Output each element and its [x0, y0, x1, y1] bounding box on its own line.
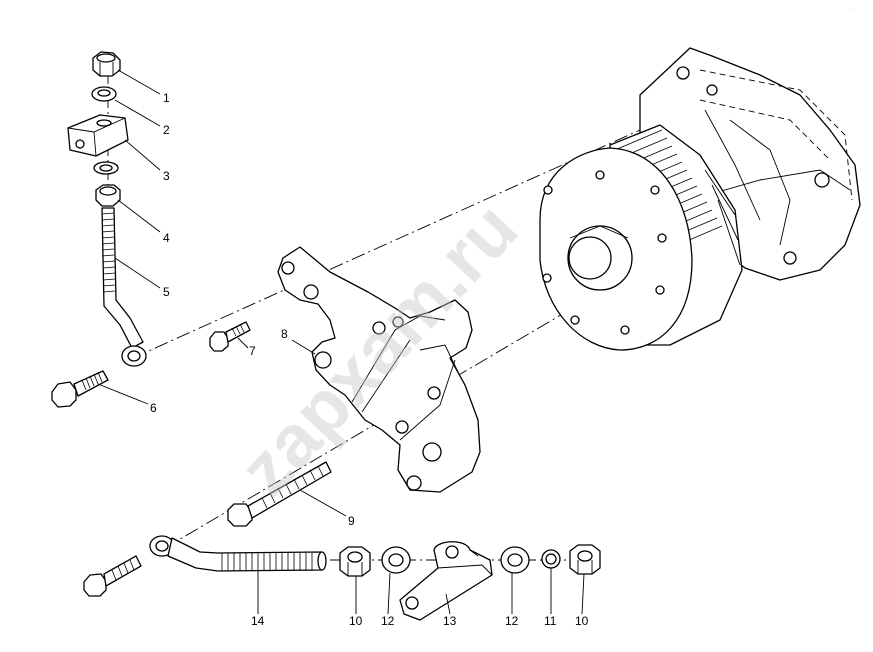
callout-4: 4 [163, 231, 170, 245]
callout-5: 5 [163, 285, 170, 299]
nut-4 [95, 184, 121, 207]
callout-12-right: 12 [505, 614, 519, 628]
watermark-text: zapxam.ru [223, 187, 533, 511]
leader-lines [97, 69, 585, 615]
callout-13: 13 [443, 614, 457, 628]
mounting-bracket [277, 246, 481, 493]
washer-2 [91, 86, 117, 102]
block-3 [67, 114, 129, 157]
bolt-6 [51, 370, 109, 408]
callout-10-left: 10 [349, 614, 363, 628]
callout-6: 6 [150, 401, 157, 415]
washer-12-right [500, 546, 530, 574]
callout-12-left: 12 [381, 614, 395, 628]
callout-8: 8 [281, 327, 288, 341]
callout-2: 2 [163, 123, 170, 137]
fan-drive-assembly [539, 47, 861, 351]
washer-11 [541, 549, 561, 569]
link-13 [399, 541, 493, 621]
nut-10-right [569, 544, 601, 575]
nut-1 [92, 51, 121, 77]
callout-7: 7 [249, 344, 256, 358]
callout-9: 9 [348, 514, 355, 528]
callout-11: 11 [544, 614, 557, 628]
callout-labels: 1 2 3 4 5 6 7 8 9 14 10 12 13 12 11 10 [150, 91, 589, 628]
threaded-rod-5 [101, 207, 147, 367]
washer-under-block [93, 161, 119, 175]
bolt-7 [209, 321, 251, 352]
bolt-9 [227, 461, 332, 527]
nut-10-left [339, 546, 371, 577]
rod-14 [149, 535, 327, 572]
bolt-left-bottom [83, 555, 142, 597]
washer-12-left [381, 546, 411, 574]
callout-14: 14 [251, 614, 265, 628]
callout-3: 3 [163, 169, 170, 183]
callout-1: 1 [163, 91, 170, 105]
corner-tag: ··· [852, 7, 855, 11]
callout-10-right: 10 [575, 614, 589, 628]
